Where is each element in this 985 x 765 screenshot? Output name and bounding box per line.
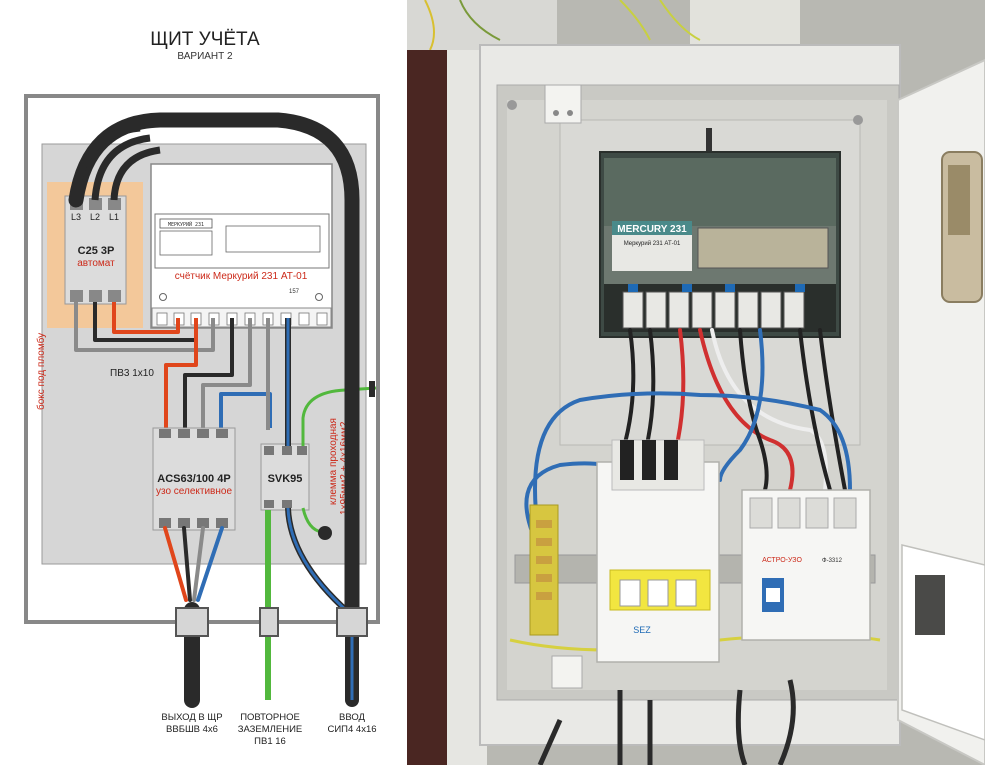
seal-box-label: бокс под пломбу [35, 333, 47, 410]
rcd-type: узо селективное [156, 486, 232, 497]
photo-meter-brand: MERCURY 231 [617, 224, 687, 235]
gland-output [175, 607, 209, 637]
photo-meter-label [612, 221, 692, 235]
photo-rcd-brand: АСТРО-УЗО [762, 557, 802, 564]
output-label-2-line1: ПОВТОРНОЕ [240, 712, 300, 723]
rcd-model: ACS63/100 4P [157, 473, 230, 485]
meter-nameplate [159, 218, 213, 229]
output-label-2-line3: ПВ1 16 [254, 736, 286, 747]
meter-display [225, 225, 321, 253]
output-label-1-line2: ВВБШВ 4х6 [166, 724, 218, 735]
breaker-terminal-l3: L3 [71, 212, 81, 222]
output-label-1-line1: ВЫХОД В ЩР [161, 712, 222, 723]
breaker-terminal-l1: L1 [109, 212, 119, 222]
photo-breaker [596, 461, 720, 663]
gland-ground [259, 607, 279, 637]
breaker-terminal-l2: L2 [90, 212, 100, 222]
meter-nameplate-text: МЕРКУРИЙ 231 [168, 221, 204, 228]
output-label-3-line2: СИП4 4х16 [327, 724, 376, 735]
diagram-subtitle: ВАРИАНТ 2 [177, 51, 233, 62]
breaker-model: C25 3P [78, 245, 115, 257]
photo-meter-display [697, 227, 829, 269]
wire-label: ПВ3 1х10 [110, 368, 154, 379]
terminal-block-caption-1: клемма проходная [328, 418, 339, 505]
meter-caption: счётчик Меркурий 231 АТ-01 [175, 271, 308, 282]
panel-photo: MERCURY 231 Меркурий 231 АТ-01 [407, 0, 985, 765]
rcd-body [152, 427, 236, 531]
output-label-3-line1: ВВОД [339, 712, 366, 723]
meter-small-mark: 157 [289, 289, 300, 295]
diagram-title: ЩИТ УЧЁТА [150, 29, 260, 50]
output-label-2-line2: ЗАЗЕМЛЕНИЕ [238, 724, 303, 735]
terminal-block-model: SVK95 [268, 473, 303, 485]
schematic-diagram: ЩИТ УЧЁТА ВАРИАНТ 2 бокс под пломбу L3 L… [24, 29, 380, 747]
photo-rcd-model: Ф-3312 [822, 558, 843, 564]
photo-meter-model: Меркурий 231 АТ-01 [624, 240, 681, 247]
breaker-type: автомат [77, 258, 115, 269]
photo-earth-bar [529, 504, 559, 636]
photo-breaker-brand: SEZ [633, 625, 651, 635]
gland-input [336, 607, 368, 637]
breaker-body [64, 195, 127, 305]
